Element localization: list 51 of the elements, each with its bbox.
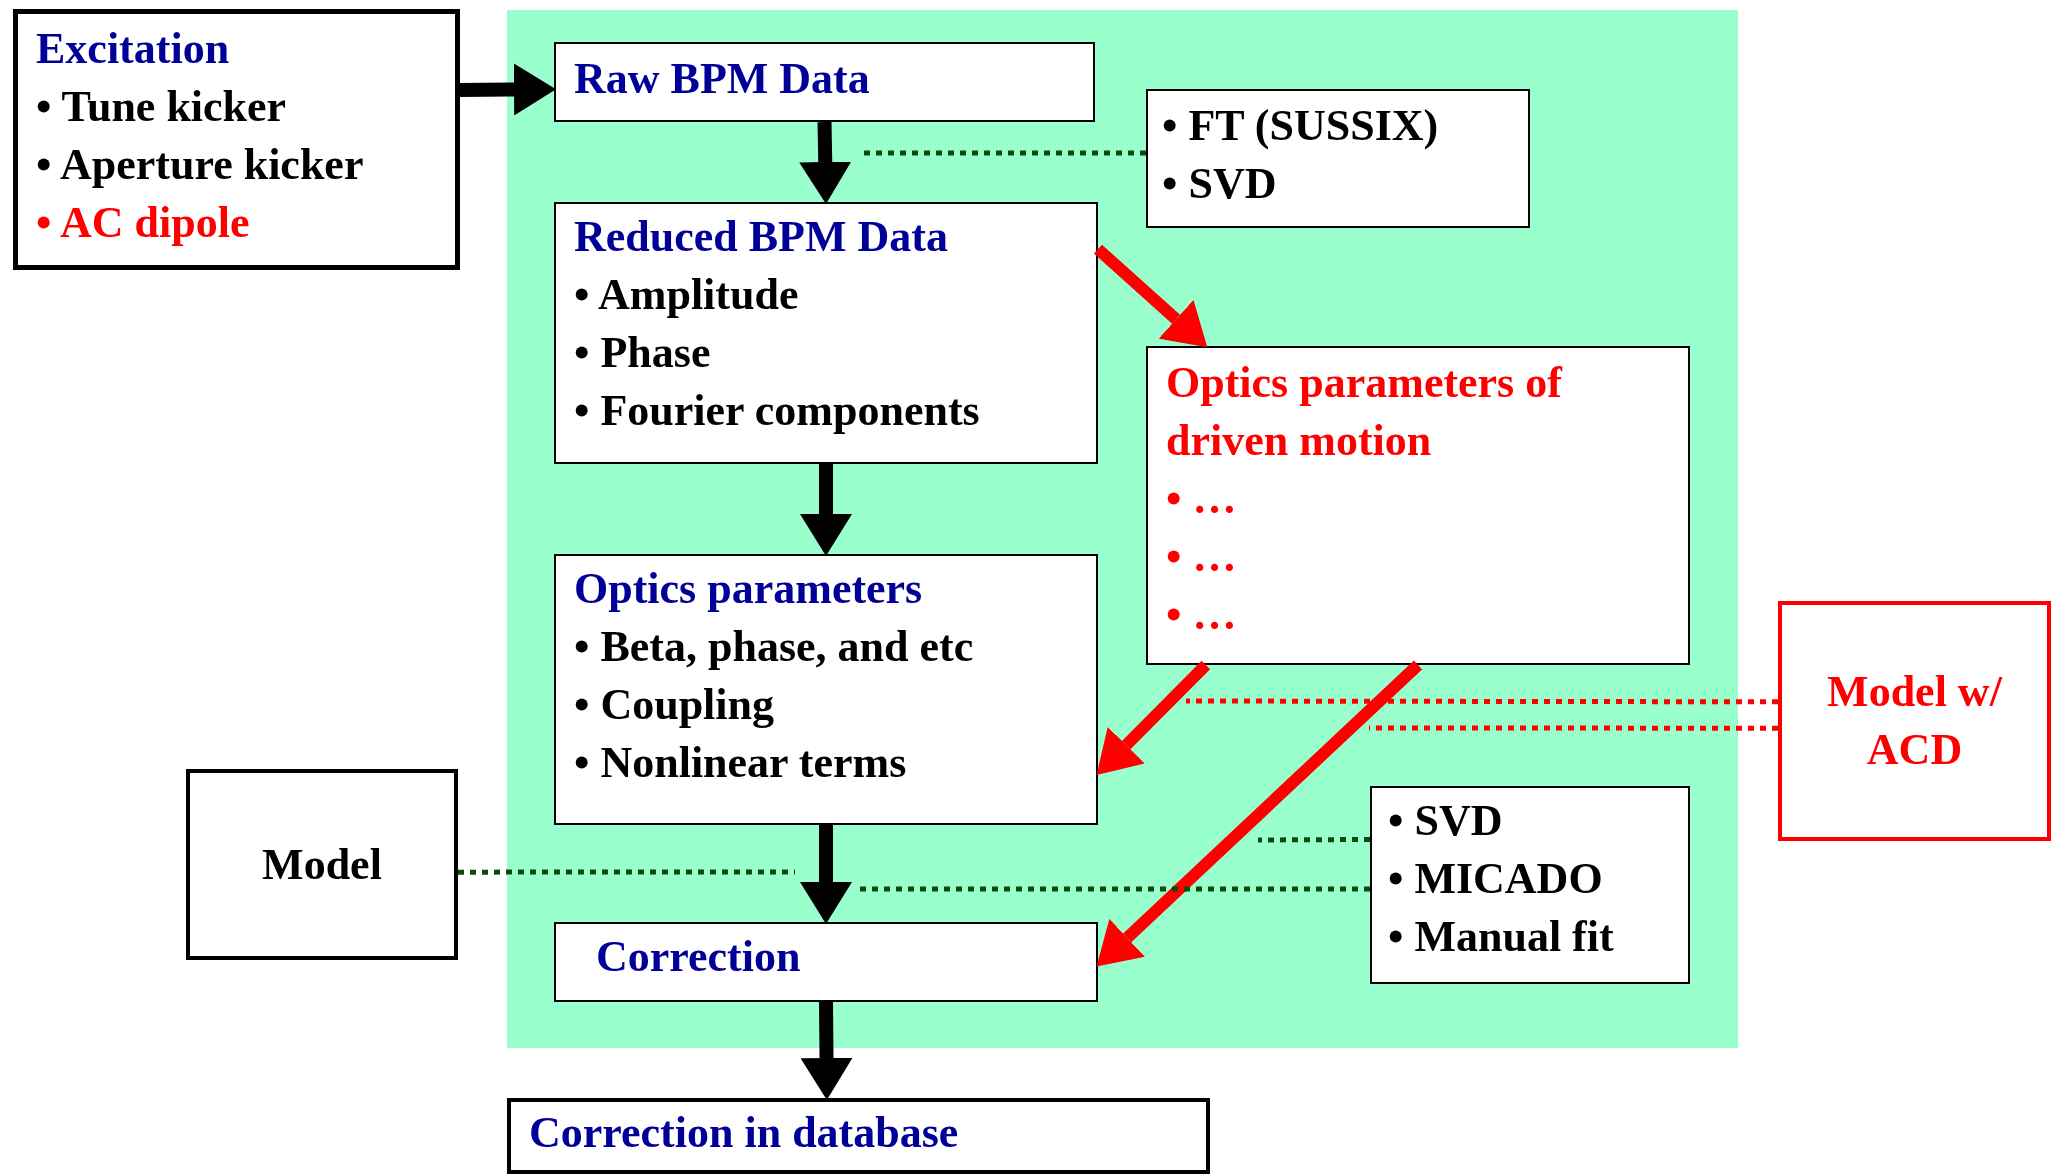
box-heading: Reduced BPM Data <box>574 211 948 263</box>
arrow <box>1096 660 1423 967</box>
dotted-connector <box>458 869 795 875</box>
list-item: • … <box>1166 589 1237 641</box>
arrow <box>799 121 852 204</box>
model-box <box>186 769 458 960</box>
list-item: • Amplitude <box>574 269 799 321</box>
box-label: Model <box>262 838 382 891</box>
list-item: • Manual fit <box>1388 911 1614 963</box>
box-heading: Optics parameters of driven motion <box>1166 357 1564 467</box>
method-box <box>1146 89 1530 228</box>
box-label: Correction <box>596 931 801 983</box>
model-box <box>1778 601 2051 841</box>
box-label: Correction in database <box>529 1107 959 1159</box>
list-item: • AC dipole <box>36 197 250 249</box>
dotted-connector <box>858 886 1370 892</box>
list-item: • FT (SUSSIX) <box>1162 100 1439 152</box>
arrow <box>800 1001 853 1100</box>
box-heading: Optics parameters <box>574 563 923 615</box>
arrow <box>800 464 852 556</box>
list-item: • … <box>1166 473 1237 525</box>
list-item: • Tune kicker <box>36 81 287 133</box>
list-item: • Nonlinear terms <box>574 737 907 789</box>
excitation-box <box>13 9 460 270</box>
arrow <box>1094 244 1208 348</box>
process-panel <box>507 10 1738 1048</box>
method-box <box>1370 786 1690 984</box>
process-box <box>554 922 1098 1002</box>
dotted-connector <box>1369 725 1778 731</box>
arrow <box>1096 660 1211 775</box>
list-item: • Fourier components <box>574 385 980 437</box>
process-box <box>554 42 1095 122</box>
list-item: • SVD <box>1162 158 1277 210</box>
list-item: • Aperture kicker <box>36 139 364 191</box>
list-item: • Beta, phase, and etc <box>574 621 974 673</box>
box-heading: Excitation <box>36 23 230 75</box>
list-item: • … <box>1166 531 1237 583</box>
box-label: Model w/ ACD <box>1826 666 2004 776</box>
box-label: Raw BPM Data <box>574 53 870 105</box>
list-item: • Phase <box>574 327 711 379</box>
arrow <box>800 825 852 924</box>
list-item: • SVD <box>1388 795 1503 847</box>
arrow <box>459 63 556 116</box>
dotted-connector <box>1186 698 1778 705</box>
dotted-connector <box>1258 836 1370 843</box>
process-box <box>1146 346 1690 665</box>
process-box <box>554 202 1098 464</box>
output-box <box>507 1098 1210 1174</box>
list-item: • Coupling <box>574 679 775 731</box>
list-item: • MICADO <box>1388 853 1603 905</box>
process-box <box>554 554 1098 825</box>
